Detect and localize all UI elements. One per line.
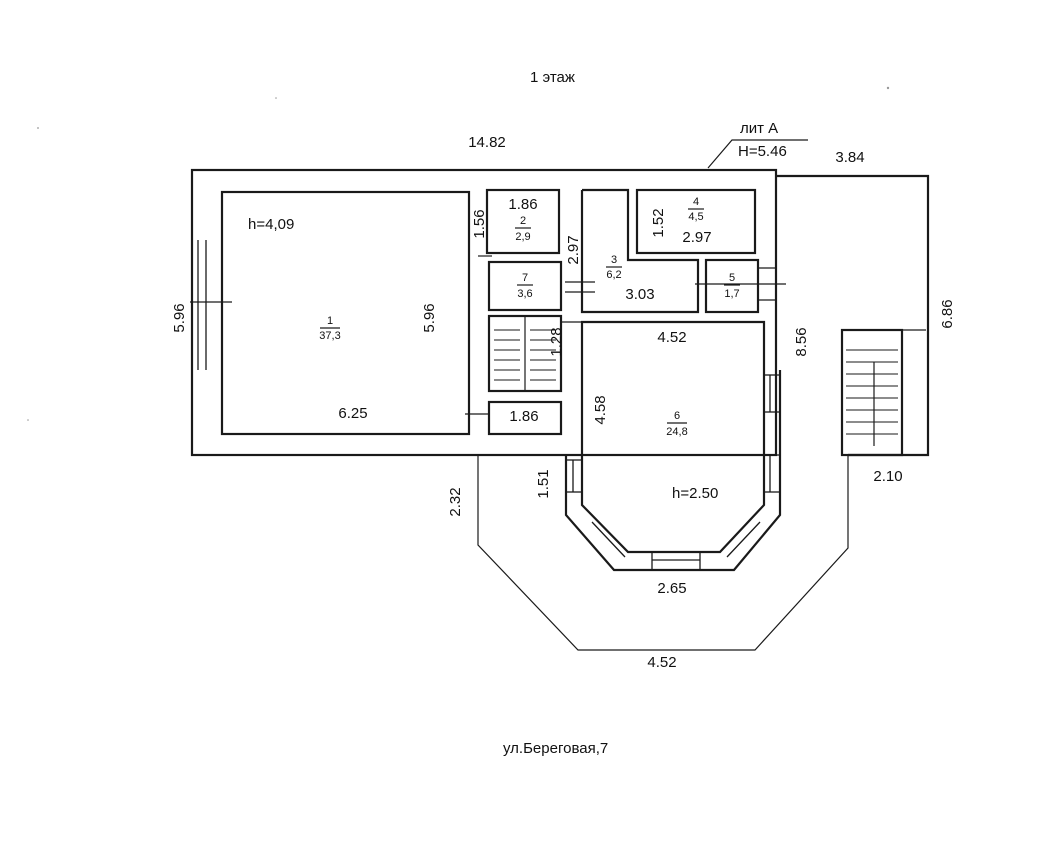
outer-wall	[190, 168, 778, 457]
room-2-number: 2	[520, 215, 526, 227]
room-7-number: 7	[522, 272, 528, 284]
left-window	[190, 240, 232, 370]
dim-corridor-width: 1.86	[509, 408, 538, 425]
dim-right-outer: 6.86	[939, 299, 956, 328]
lit-leader-line	[707, 139, 808, 169]
room-6-walls	[560, 320, 782, 572]
room-5-walls	[704, 258, 760, 314]
scan-noise	[27, 86, 890, 421]
dim-right-extension: 3.84	[835, 149, 864, 166]
room-7-area: 3,6	[517, 288, 532, 300]
room-3-number: 3	[611, 254, 617, 266]
room-4-width: 2.97	[682, 229, 711, 246]
room-5-area: 1,7	[724, 288, 739, 300]
room-6-top-width: 4.52	[657, 329, 686, 346]
room-4-walls	[635, 188, 757, 255]
lit-height: H=5.46	[738, 143, 787, 160]
room-2-walls	[485, 188, 561, 255]
lower-corridor-walls	[487, 400, 563, 436]
dim-room-3-height: 2.97	[565, 235, 582, 264]
dim-room-2-height: 1.56	[471, 209, 488, 238]
room-1-height: h=4,09	[248, 216, 294, 233]
room-3-walls	[580, 188, 700, 314]
room-4-number: 4	[693, 196, 699, 208]
exterior-stairs	[840, 328, 926, 457]
dim-platform-side: 2.32	[447, 487, 464, 516]
room-3-width: 3.03	[625, 286, 654, 303]
lit-name: лит А	[740, 120, 778, 137]
room-2-area: 2,9	[515, 231, 530, 243]
dim-stair: 1.28	[548, 327, 565, 356]
dim-platform-bottom: 4.52	[647, 654, 676, 671]
address-label: ул.Береговая,7	[503, 740, 608, 757]
room-5-number: 5	[729, 272, 735, 284]
dim-room-6-side: 4.58	[592, 395, 609, 424]
dim-bay-bottom: 2.65	[657, 580, 686, 597]
dim-left-outer: 5.96	[171, 303, 188, 332]
porch-platform	[477, 455, 849, 651]
floor-title: 1 этаж	[530, 69, 575, 86]
room-1-number: 1	[327, 315, 333, 327]
room-7-walls	[487, 260, 563, 312]
room-2-width: 1.86	[508, 196, 537, 213]
room-3-area: 6,2	[606, 269, 621, 281]
room-6-height: h=2.50	[672, 485, 718, 502]
dim-right-side: 8.56	[793, 327, 810, 356]
dim-room-4-height: 1.52	[650, 208, 667, 237]
dim-room-1-width: 6.25	[338, 405, 367, 422]
dim-porch-width: 2.10	[873, 468, 902, 485]
dim-bay-side: 1.51	[535, 469, 552, 498]
room-6-area: 24,8	[666, 426, 687, 438]
room-1-walls	[220, 190, 471, 436]
dim-top-overall: 14.82	[468, 134, 506, 151]
room-1-area: 37,3	[319, 330, 340, 342]
right-extension-wall	[776, 174, 930, 457]
room-4-area: 4,5	[688, 211, 703, 223]
dim-room-1-height: 5.96	[421, 303, 438, 332]
room-6-number: 6	[674, 410, 680, 422]
interior-stairs	[487, 314, 563, 393]
